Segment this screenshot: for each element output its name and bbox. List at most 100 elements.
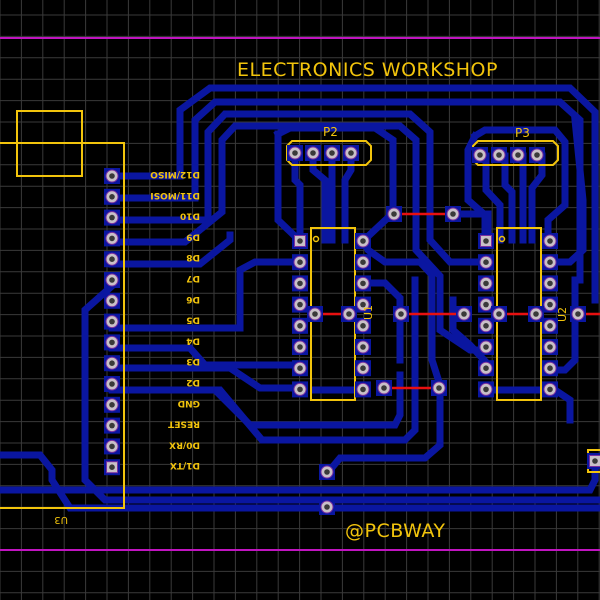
u2-pin[interactable] — [478, 296, 494, 313]
trace[interactable] — [546, 116, 587, 266]
u3-pin[interactable] — [104, 313, 120, 330]
trace[interactable] — [81, 281, 600, 504]
trace[interactable] — [501, 152, 516, 244]
via[interactable] — [393, 306, 409, 322]
u2-pin[interactable] — [478, 254, 494, 271]
via[interactable] — [570, 306, 586, 322]
u3-pin[interactable] — [104, 188, 120, 205]
u1-pin[interactable] — [355, 339, 371, 355]
via[interactable] — [341, 306, 357, 322]
p3-pin[interactable] — [491, 147, 507, 163]
p3-pin[interactable] — [510, 147, 526, 163]
trace[interactable] — [341, 152, 355, 244]
trace[interactable] — [108, 258, 304, 332]
trace[interactable] — [470, 126, 569, 245]
p2-pin[interactable] — [287, 145, 303, 161]
trace[interactable] — [108, 344, 304, 369]
p3-pin[interactable] — [529, 147, 545, 163]
u1-pin[interactable] — [292, 233, 308, 249]
u1-pin[interactable] — [355, 233, 371, 249]
u2-pin[interactable] — [542, 233, 558, 249]
u2-pin[interactable] — [478, 360, 494, 377]
u3-pin[interactable] — [104, 209, 120, 226]
u1-pin[interactable] — [292, 339, 308, 355]
trace[interactable] — [449, 210, 492, 234]
u1-pin[interactable] — [355, 275, 371, 292]
u2-pin[interactable] — [478, 381, 494, 398]
u2-pin[interactable] — [542, 317, 558, 334]
p3-pin[interactable] — [472, 147, 488, 163]
trace[interactable] — [108, 98, 584, 284]
p2-pin[interactable] — [343, 145, 359, 161]
trace[interactable] — [108, 231, 234, 268]
u3-pin[interactable] — [104, 396, 120, 413]
u1-pin[interactable] — [355, 254, 371, 271]
u3-pin[interactable] — [104, 334, 120, 351]
u3-pin[interactable] — [104, 168, 120, 184]
u3-pin[interactable] — [104, 251, 120, 268]
u2-pin[interactable] — [542, 254, 558, 271]
via[interactable] — [376, 380, 392, 396]
u3-pin[interactable] — [104, 230, 120, 247]
u3-pin[interactable] — [104, 272, 120, 288]
u1-pin[interactable] — [292, 381, 308, 398]
u3-pin[interactable] — [104, 355, 120, 372]
u2-pin[interactable] — [478, 233, 494, 249]
trace[interactable] — [108, 122, 484, 354]
u3-pin[interactable] — [104, 459, 120, 476]
u2-pin[interactable] — [542, 296, 558, 313]
via[interactable] — [319, 499, 335, 515]
trace[interactable] — [108, 364, 304, 392]
u3-outline — [0, 142, 125, 509]
via[interactable] — [386, 206, 402, 222]
u1-pin[interactable] — [292, 275, 308, 292]
trace[interactable] — [358, 236, 445, 390]
u2-pin[interactable] — [478, 275, 494, 292]
copper-traces[interactable] — [0, 84, 600, 512]
u1-pin[interactable] — [355, 317, 371, 334]
u1-pin[interactable] — [292, 296, 308, 313]
trace[interactable] — [359, 279, 404, 364]
u1-pin[interactable] — [355, 381, 371, 398]
u1-pin[interactable] — [355, 360, 371, 377]
pad-hole — [297, 323, 303, 329]
u1-pin[interactable] — [292, 360, 308, 377]
u3-pin[interactable] — [104, 417, 120, 434]
trace[interactable] — [0, 451, 600, 512]
trace[interactable] — [325, 388, 444, 475]
u2-pin[interactable] — [542, 381, 558, 398]
trace[interactable] — [108, 84, 599, 304]
via[interactable] — [319, 464, 335, 480]
trace[interactable] — [108, 276, 419, 444]
via[interactable] — [431, 380, 447, 396]
u3-pin[interactable] — [104, 292, 120, 309]
u1-pin[interactable] — [292, 317, 308, 334]
p2-pin[interactable] — [305, 145, 321, 161]
u3-pin[interactable] — [104, 438, 120, 455]
u1-pin[interactable] — [292, 254, 308, 271]
u2-pin[interactable] — [542, 360, 558, 377]
trace[interactable] — [309, 152, 329, 244]
trace[interactable] — [291, 152, 304, 245]
u2-pin[interactable] — [478, 339, 494, 355]
trace[interactable] — [482, 152, 504, 244]
u2-pin[interactable] — [542, 339, 558, 355]
via[interactable] — [528, 306, 544, 322]
u3-pin-label: D3 — [186, 356, 200, 366]
u2-pin[interactable] — [478, 317, 494, 334]
pads[interactable] — [104, 145, 600, 515]
u2-pin[interactable] — [542, 275, 558, 292]
via[interactable] — [456, 306, 472, 322]
trace[interactable] — [0, 466, 599, 494]
u1-pin[interactable] — [355, 296, 371, 313]
p2-pin[interactable] — [324, 145, 340, 161]
via[interactable] — [491, 306, 507, 322]
via[interactable] — [307, 306, 323, 322]
pad-hole — [360, 280, 366, 287]
via[interactable] — [445, 206, 461, 222]
edge-pad[interactable] — [587, 453, 600, 469]
trace[interactable] — [108, 110, 484, 266]
u3-pin[interactable] — [104, 376, 120, 392]
